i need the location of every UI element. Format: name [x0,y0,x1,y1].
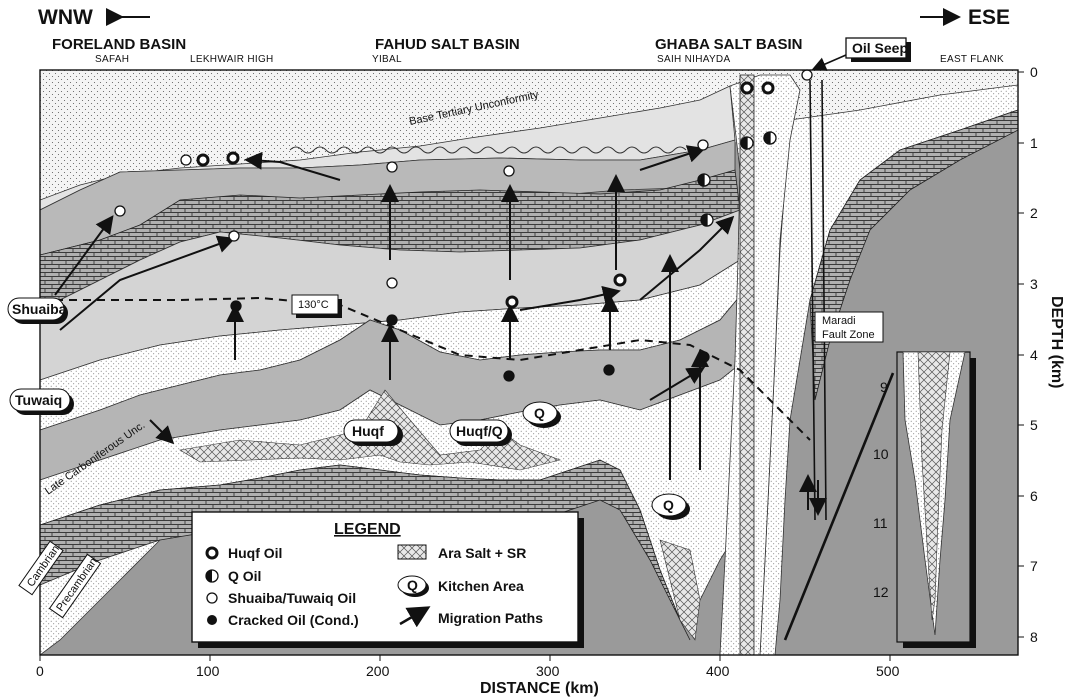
legend-item-q: Q Oil [228,568,261,584]
y-tick-8: 8 [1030,629,1038,645]
location-saih-nihayda: SAIH NIHAYDA [657,54,730,65]
direction-left: WNW [38,6,93,29]
q-kitchen-label-2: Q [651,493,690,520]
x-tick-300: 300 [536,663,560,679]
temp-label: 130°C [291,294,342,318]
y-tick-0: 0 [1030,64,1038,80]
temp-text: 130°C [298,299,329,311]
legend-item-shuaiba: Shuaiba/Tuwaiq Oil [228,590,356,606]
legend-item-migration: Migration Paths [438,610,543,626]
x-tick-400: 400 [706,663,730,679]
y-tick-6: 6 [1030,488,1038,504]
y-tick-4: 4 [1030,347,1038,363]
ara-salt-q [659,539,701,641]
migration-arrows [54,145,735,480]
q-kitchen-label-1: Q [522,401,561,428]
location-safah: SAFAH [95,54,129,65]
basin-foreland: FORELAND BASIN [52,36,186,53]
shuaiba-oil-icon [206,592,218,604]
legend: LEGEND Huqf Oil Q Oil Shuaiba/Tuwaiq Oil… [191,511,584,648]
inset-tick-12: 12 [873,584,889,600]
huqf-q-text: Huqf/Q [456,423,503,439]
legend-item-huqf: Huqf Oil [228,545,282,561]
ara-salt-column [739,74,755,655]
x-tick-500: 500 [876,663,900,679]
y-tick-7: 7 [1030,558,1038,574]
ara-salt-swatch [397,544,427,560]
fault-zone-text: Fault Zone [822,329,875,341]
x-axis-label: DISTANCE (km) [480,680,599,697]
legend-item-kitchen: Kitchen Area [438,578,524,594]
fault-motion-icon [799,474,827,516]
kitchen-icon [397,575,427,595]
tuwaiq-text: Tuwaiq [15,392,62,408]
x-tick-0: 0 [36,663,44,679]
oil-seep-label: Oil Seep [811,37,911,71]
legend-title: LEGEND [334,521,401,538]
direction-right: ESE [968,6,1010,29]
legend-item-ara: Ara Salt + SR [438,545,526,561]
huqf-oil-icon [205,546,219,560]
shuaiba-label: Shuaiba [7,297,68,324]
q-text-2: Q [663,497,674,513]
maradi-text: Maradi [822,315,856,327]
x-tick-100: 100 [196,663,220,679]
location-east-flank: EAST FLANK [940,54,1004,65]
inset-tick-9: 9 [880,379,888,395]
legend-item-cracked: Cracked Oil (Cond.) [228,612,359,628]
plot-frame [39,69,1019,656]
oil-seep-text: Oil Seep [852,40,908,56]
migration-arrow-icon [399,606,431,628]
y-axis-label: DEPTH (km) [1048,296,1065,388]
base-tertiary-line [289,146,687,154]
inset-tick-11: 11 [873,515,888,531]
precambrian-wedge [40,539,161,655]
q-oil-icon [205,569,219,583]
location-lekhwair: LEKHWAIR HIGH [190,54,274,65]
y-tick-3: 3 [1030,276,1038,292]
y-tick-2: 2 [1030,205,1038,221]
y-axis [1018,71,1024,638]
basin-fahud: FAHUD SALT BASIN [375,36,520,53]
maradi-fault [809,79,827,521]
shuaiba-text: Shuaiba [12,301,67,317]
x-tick-200: 200 [366,663,390,679]
cracked-oil-icon [207,615,217,625]
tuwaiq-label: Tuwaiq [9,388,74,415]
y-tick-5: 5 [1030,417,1038,433]
kitchen-symbol: Q [407,577,418,593]
huqf-text: Huqf [352,423,384,439]
huqf-q-kitchen-label: Huqf/Q [449,419,512,446]
isotherm-130c [55,296,811,441]
location-yibal: YIBAL [372,54,402,65]
y-tick-1: 1 [1030,135,1038,151]
q-text-1: Q [534,405,545,421]
basin-ghaba: GHABA SALT BASIN [655,36,803,53]
maradi-label: Maradi Fault Zone [814,311,884,343]
inset-tick-10: 10 [873,446,889,462]
huqf-kitchen-label: Huqf [343,419,403,446]
x-axis [39,655,891,661]
deep-inset [783,351,976,648]
